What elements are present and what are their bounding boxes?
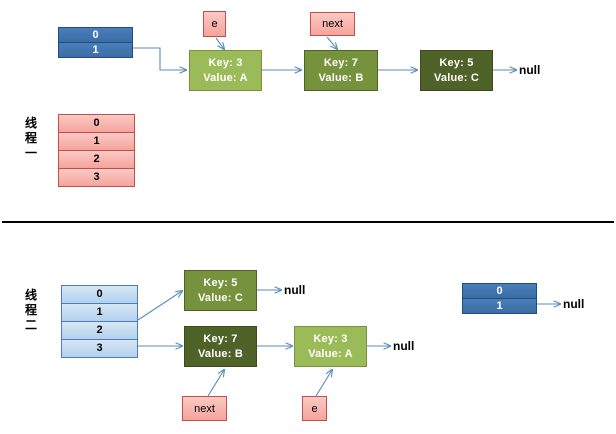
node-key: Key: 7 bbox=[203, 332, 238, 345]
bucket-cell: 1 bbox=[59, 133, 134, 151]
node-key: Key: 3 bbox=[313, 332, 348, 345]
bucket-cell: 0 bbox=[463, 284, 536, 299]
entry-node-key7: Key: 7 Value: B bbox=[304, 50, 378, 91]
thread-label-char: 线 bbox=[24, 288, 37, 302]
thread-one-label: 线 程 一 bbox=[22, 116, 40, 161]
entry-node-key5-bottom: Key: 5 Value: C bbox=[184, 270, 257, 311]
bucket-cell: 0 bbox=[59, 28, 132, 43]
thread-label-char: 程 bbox=[24, 131, 37, 145]
bucket-cell: 2 bbox=[62, 322, 137, 340]
node-value: Value: C bbox=[433, 71, 479, 84]
bucket-cell: 3 bbox=[62, 340, 137, 357]
pointer-label: next bbox=[194, 402, 215, 415]
bucket-cell: 2 bbox=[59, 151, 134, 169]
pointer-label: next bbox=[322, 18, 343, 30]
thread-label-char: 程 bbox=[24, 303, 37, 317]
pointer-box-e: e bbox=[203, 11, 226, 37]
thread-one-new-array: 0 1 2 3 bbox=[58, 114, 135, 187]
null-terminator-right: null bbox=[563, 297, 585, 311]
pointer-box-next-bottom: next bbox=[182, 396, 227, 421]
bucket-cell: 1 bbox=[59, 43, 132, 57]
wire-e-to-node3 bbox=[315, 370, 332, 397]
thread-label-char: 线 bbox=[24, 116, 37, 130]
entry-node-key7-bottom: Key: 7 Value: B bbox=[184, 326, 257, 367]
pointer-box-e-bottom: e bbox=[302, 396, 327, 421]
thread-label-char: 二 bbox=[24, 318, 37, 332]
bucket-cell: 1 bbox=[62, 304, 137, 322]
wire-bucket1-to-node5 bbox=[137, 291, 182, 321]
bucket-cell: 1 bbox=[463, 299, 536, 313]
top-original-bucket-array: 0 1 bbox=[58, 27, 133, 58]
wire-bucket1-to-node3 bbox=[133, 47, 186, 70]
thread-two-label: 线 程 二 bbox=[22, 288, 40, 333]
node-key: Key: 5 bbox=[203, 276, 238, 289]
node-value: Value: A bbox=[308, 347, 353, 360]
thread-two-new-array: 0 1 2 3 bbox=[61, 285, 138, 358]
entry-node-key5: Key: 5 Value: C bbox=[420, 50, 493, 91]
null-terminator-chain-b: null bbox=[393, 339, 415, 353]
section-divider bbox=[2, 221, 614, 223]
thread-label-char: 一 bbox=[24, 146, 37, 160]
node-value: Value: C bbox=[197, 291, 243, 304]
node-value: Value: B bbox=[197, 347, 243, 360]
bottom-original-bucket-array: 0 1 bbox=[462, 283, 537, 314]
node-key: Key: 5 bbox=[439, 56, 474, 69]
bucket-cell: 0 bbox=[59, 115, 134, 133]
node-value: Value: B bbox=[318, 71, 364, 84]
pointer-label: e bbox=[211, 18, 218, 30]
node-key: Key: 7 bbox=[323, 56, 359, 69]
entry-node-key3-bottom: Key: 3 Value: A bbox=[294, 326, 367, 367]
pointer-box-next: next bbox=[310, 12, 355, 36]
entry-node-key3: Key: 3 Value: A bbox=[189, 50, 262, 91]
bucket-cell: 3 bbox=[59, 169, 134, 186]
null-terminator-chain-a: null bbox=[284, 283, 306, 297]
pointer-label: e bbox=[311, 402, 318, 415]
null-terminator: null bbox=[519, 63, 541, 77]
node-value: Value: A bbox=[203, 71, 248, 84]
wire-e-to-node3 bbox=[215, 37, 224, 49]
node-key: Key: 3 bbox=[208, 56, 243, 69]
wire-next-to-node7 bbox=[207, 370, 224, 397]
bucket-cell: 0 bbox=[62, 286, 137, 304]
wire-next-to-node7 bbox=[326, 36, 337, 49]
